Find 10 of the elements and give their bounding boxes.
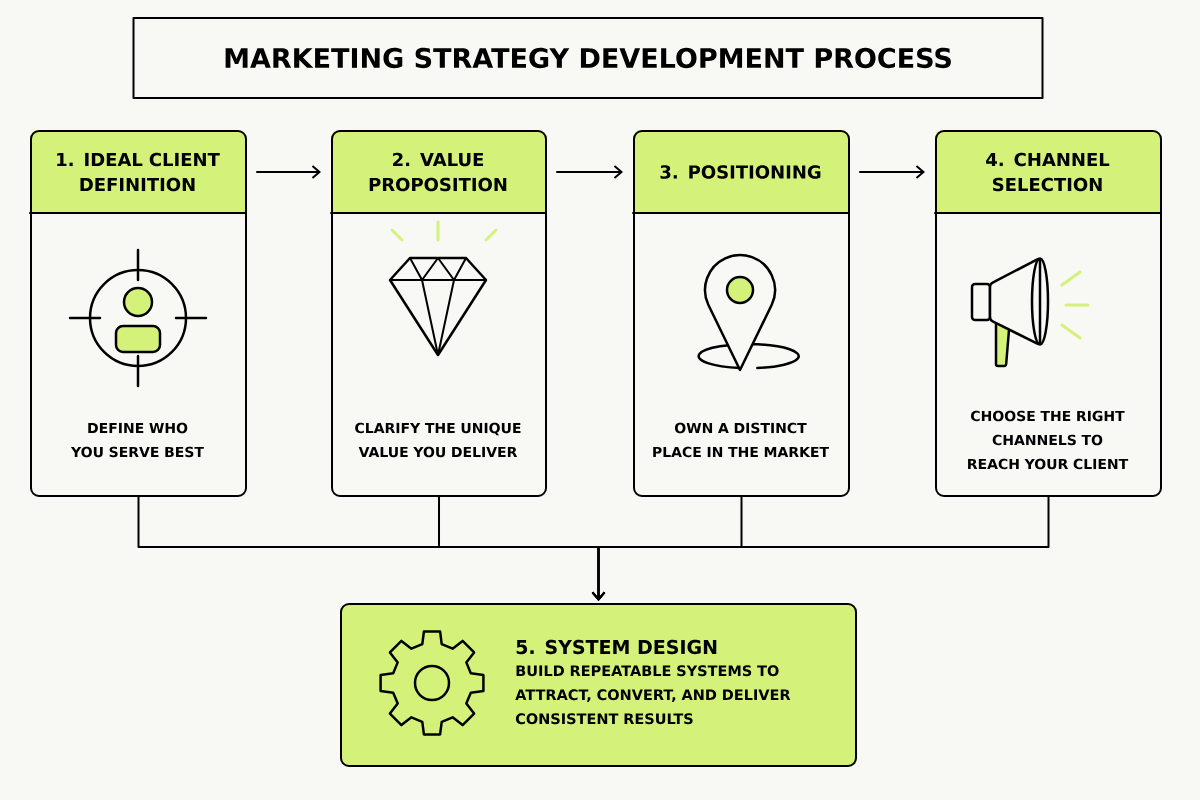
process-card: 4. CHANNEL SELECTION CHOOSE THE RIGHT CHANNELS TO REACH YOUR CLIENT (934, 130, 1162, 497)
arrow (859, 165, 925, 179)
arrow (556, 165, 623, 179)
process-card: 3. POSITIONING OWN A DISTINCT PLACE IN THE MARKET (632, 130, 850, 497)
process-box: 5. SYSTEM DESIGN BUILD REPEATABLE SYSTEMS TO ATTRACT, CONVERT, AND DELIVER CONSISTENT RESULTS (340, 603, 857, 767)
process-card: 1. IDEAL CLIENT DEFINITION DEFINE WHO YOU SERVE BEST (29, 130, 247, 497)
arrow (256, 165, 321, 179)
arrow (591, 496, 1050, 601)
process-card: 2. VALUE PROPOSITION CLARIFY THE UNIQUE VALUE YOU DELIVER (330, 130, 547, 497)
title-box: MARKETING STRATEGY DEVELOPMENT PROCESS (132, 17, 1044, 99)
